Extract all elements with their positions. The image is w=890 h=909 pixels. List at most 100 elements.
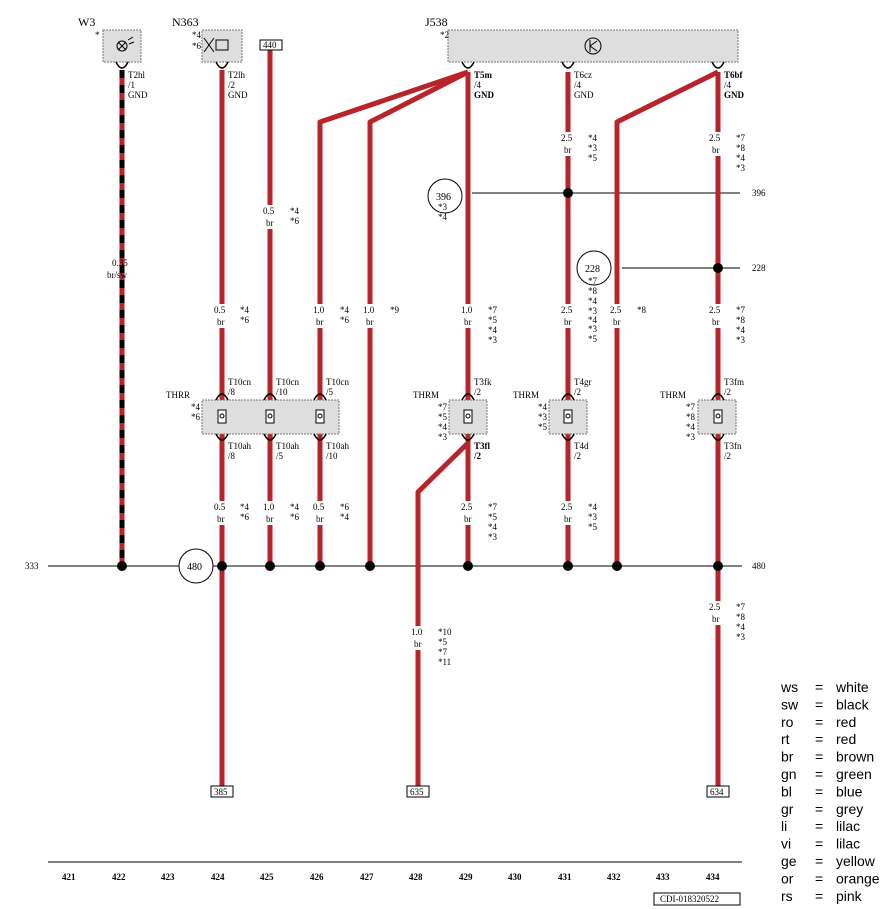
n363-pin-no: /2 <box>228 80 235 90</box>
legend-entry: br = brown <box>781 749 874 765</box>
ref-box-385[interactable] <box>210 785 234 798</box>
legend-color-name: lilac <box>836 836 860 852</box>
legend-equals: = <box>815 766 823 782</box>
wire-note: *4 <box>240 305 250 315</box>
wire-label: 0.5br*4*6 <box>211 501 250 525</box>
column-number: 423 <box>161 872 175 882</box>
w3-pin-icon <box>115 61 129 69</box>
wire-note: *4 <box>290 206 300 216</box>
w3-mark: * <box>95 30 100 40</box>
wire-note: *7 <box>736 133 746 143</box>
legend-color-name: orange <box>836 870 880 886</box>
legend-entry: li=lilac <box>781 818 860 834</box>
pin-arc-icon <box>461 393 475 401</box>
wire-size: 0.5 <box>214 502 226 512</box>
wire-label: 2.5br*4*3*5 <box>558 501 598 532</box>
j538-pin-3-icon <box>711 61 725 69</box>
wire-size: 2.5 <box>709 133 721 143</box>
pin-id: T10ah <box>326 441 349 451</box>
wire-427 <box>367 69 470 566</box>
legend-entry: gn=green <box>781 766 872 782</box>
n363-pin-icon <box>215 61 229 69</box>
wire-labels: 0.5br*4*62.5br*4*3*52.5br*7*8*4*30.5br*4… <box>211 132 746 667</box>
legend-equals: = <box>815 818 823 834</box>
rail-label-480: 480 <box>752 561 766 571</box>
j538-pin-1-no: /4 <box>474 80 482 90</box>
wire-color: br <box>266 514 274 524</box>
column-number: 424 <box>211 872 225 882</box>
j538-pin-1-gnd: GND <box>474 90 495 100</box>
w3-wire-size: 0.35 <box>112 258 128 268</box>
wire-note: *6 <box>340 315 350 325</box>
wire-note: *8 <box>736 612 746 622</box>
wire-color: br <box>464 317 472 327</box>
wire-size: 1.0 <box>263 502 275 512</box>
ref-circle-480[interactable] <box>178 548 214 584</box>
terminal-icon <box>265 409 275 424</box>
rail-label-333: 333 <box>25 561 39 571</box>
ref-box-635[interactable] <box>406 785 430 798</box>
pin-arc-icon <box>313 433 327 441</box>
j538-name: J538 <box>425 15 448 29</box>
n363-pin: T2lh <box>228 70 245 80</box>
ref-box-385-label: 385 <box>214 787 228 797</box>
legend-equals: = <box>815 853 823 869</box>
pin-arc-icon <box>711 393 725 401</box>
pin-arc-icon <box>263 433 277 441</box>
legend-color-name: green <box>836 766 872 782</box>
legend-color-name: black <box>836 696 870 712</box>
ref-box-440[interactable] <box>259 39 283 51</box>
wire-label: 0.5br*6*4 <box>310 501 350 525</box>
j538-box[interactable] <box>447 29 739 63</box>
legend-abbr: ws <box>780 679 798 695</box>
thrm3-marks: *7 *8 *4 *3 <box>686 402 696 442</box>
ref-circle-396[interactable] <box>427 178 463 214</box>
j538-pin-2-gnd: GND <box>574 90 594 100</box>
wire-note: *3 <box>736 335 746 345</box>
legend-entry: rs=pink <box>781 888 863 904</box>
legend-entry: ro=red <box>781 714 856 730</box>
pin-id: T10ah <box>276 441 299 451</box>
wire-note: *5 <box>488 512 498 522</box>
rail-label-396: 396 <box>752 188 766 198</box>
pin-no: /8 <box>228 451 236 461</box>
ref-circle-228[interactable] <box>576 250 612 286</box>
wire-note: *3 <box>736 632 746 642</box>
wire-size: 2.5 <box>709 305 721 315</box>
svg-text:*4: *4 <box>588 296 598 306</box>
legend-equals: = <box>815 749 823 765</box>
legend-color-name: blue <box>836 783 863 799</box>
pin-id: T3fm <box>724 377 744 387</box>
legend-color-name: grey <box>836 801 863 817</box>
legend-color-name: brown <box>836 749 874 765</box>
ref-circle-480-label: 480 <box>187 562 202 573</box>
footer-code-box <box>653 892 741 906</box>
legend-abbr: br <box>781 749 794 765</box>
color-legend: ws=whitesw=blackro=redrt=redbr=browngn=g… <box>780 679 880 904</box>
svg-text:*4: *4 <box>686 422 696 432</box>
svg-text:*8: *8 <box>588 286 598 296</box>
wire-432 <box>614 69 720 566</box>
wire-label: 2.5br*4*3*5 <box>558 132 598 163</box>
w3-wire-color: br/sw <box>107 270 128 280</box>
ref-circle-396-label: 396 <box>436 192 451 203</box>
svg-text:*3: *3 <box>538 412 548 422</box>
pin-id: T3fl <box>474 441 491 451</box>
pin-id: T4gr <box>574 377 592 387</box>
legend-equals: = <box>815 801 823 817</box>
legend-abbr: rt <box>781 731 790 747</box>
wire-note: *3 <box>488 335 498 345</box>
ref-box-634[interactable] <box>706 785 730 798</box>
ref-box-634-label: 634 <box>710 787 724 797</box>
wire-note: *3 <box>588 512 598 522</box>
wire-label: 1.0br*10*5*7*11 <box>408 626 452 667</box>
wire-note: *8 <box>736 143 746 153</box>
wire-size: 2.5 <box>561 133 573 143</box>
wire-color: br <box>217 514 225 524</box>
legend-abbr: sw <box>781 696 799 712</box>
legend-abbr: ge <box>781 853 797 869</box>
j538-pin-2-icon <box>561 61 575 69</box>
thrm1-marks: *7 *5 *4 *3 <box>438 402 448 442</box>
wire-label: 1.0br*7*5*4*3 <box>458 304 498 345</box>
c396-note-2: *4 <box>438 212 448 222</box>
